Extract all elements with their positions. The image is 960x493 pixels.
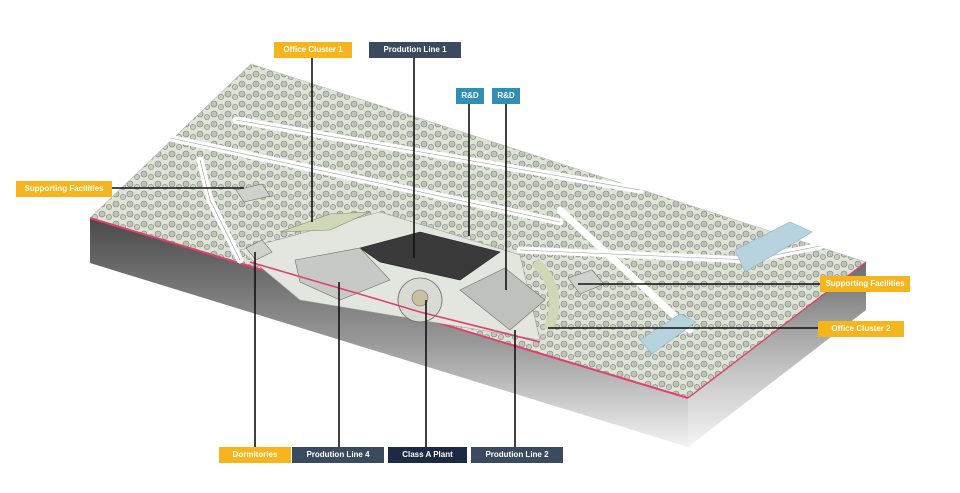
water-channel-east	[734, 221, 813, 273]
terrain-side-face	[688, 262, 866, 447]
road-north-marking	[235, 119, 641, 191]
label-class-a-plant: Class A Plant	[388, 447, 467, 463]
office-cluster-1-building	[279, 211, 371, 233]
leader-lines	[112, 58, 822, 447]
label-production-line-1: Prodution Line 1	[369, 42, 461, 58]
label-office-cluster-1: Office Cluster 1	[274, 42, 352, 58]
campus-boundary	[249, 261, 541, 343]
campus	[235, 183, 605, 343]
road-main-marking	[169, 137, 561, 223]
dormitories-building	[245, 239, 273, 261]
road-avenue-marking	[199, 159, 241, 261]
label-rd-1: R&D	[456, 88, 484, 104]
label-rd-2: R&D	[492, 88, 520, 104]
label-production-line-4: Prodution Line 4	[292, 447, 384, 463]
supporting-facilities-left-building	[235, 183, 271, 203]
water-channel-south	[639, 313, 697, 355]
label-office-cluster-2: Office Cluster 2	[818, 321, 904, 337]
label-production-line-2: Prodution Line 2	[471, 447, 563, 463]
label-dormitories: Dormitories	[219, 447, 291, 463]
label-supporting-facilities-left: Supporting Facilities	[16, 181, 112, 197]
label-supporting-facilities-right: Supporting Facilities	[820, 276, 910, 292]
production-line-4-building	[294, 247, 391, 301]
production-line-1-building	[359, 231, 501, 281]
terrain-front-face	[90, 218, 688, 447]
production-line-2-building	[459, 267, 546, 331]
office-cluster-2-building	[531, 258, 560, 332]
road-cross-east	[556, 206, 694, 334]
class-a-plant-roof	[411, 289, 429, 307]
